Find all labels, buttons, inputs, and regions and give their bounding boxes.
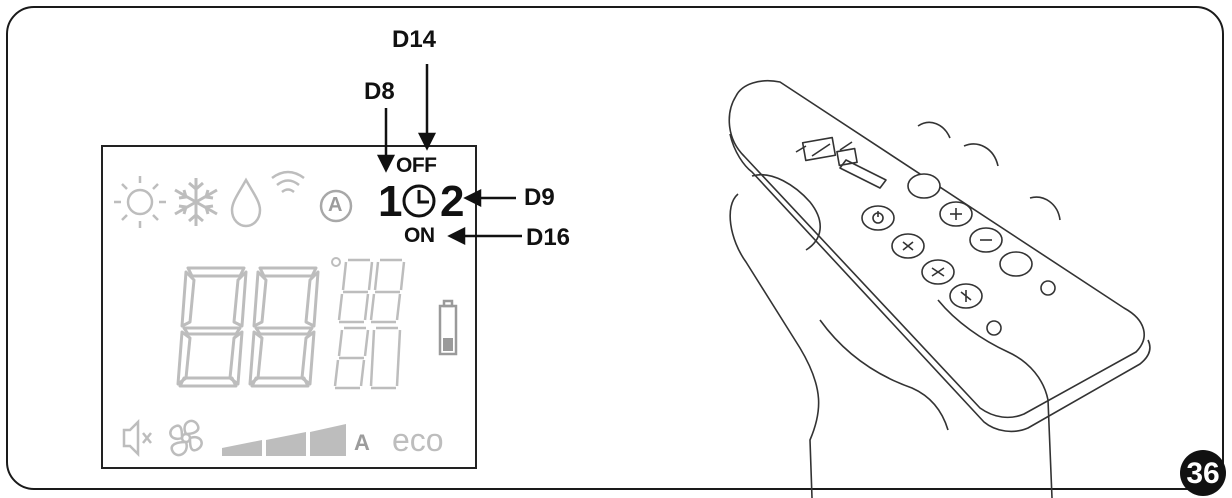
callout-d9: D9 (524, 184, 555, 211)
timer-off-label: OFF (396, 154, 437, 177)
remote-power-button (861, 205, 895, 231)
remote-button-icons (872, 208, 992, 302)
fan-auto-label: A (354, 430, 370, 455)
auto-mode-icon (319, 189, 353, 223)
timer-2-indicator: 2 (440, 177, 465, 226)
callout-d14: D14 (392, 26, 437, 53)
figure-frame (6, 6, 1224, 490)
snowflake-icon (174, 178, 218, 226)
remote-control-illustration (728, 80, 1151, 498)
battery-icon (438, 299, 458, 356)
callout-d16: D16 (526, 224, 571, 251)
water-drop-icon (230, 177, 262, 228)
lower-small-digits (333, 326, 402, 390)
fan-speed-bars (222, 424, 346, 456)
degree-mark (331, 257, 341, 267)
mute-speaker-icon (122, 418, 152, 458)
main-temperature-digits (176, 266, 320, 388)
clock-icon (402, 184, 436, 218)
timer-1-indicator: 1 (378, 177, 403, 226)
remote-eco-button (999, 251, 1033, 277)
eco-label: eco (392, 422, 444, 458)
wifi-icon (271, 170, 305, 194)
fan-icon (169, 419, 203, 457)
timer-on-label: ON (404, 224, 435, 247)
callout-arrows (376, 64, 522, 246)
figure-number-badge: 36 (1180, 450, 1226, 496)
remote-mode-button (907, 173, 941, 199)
callout-d8: D8 (364, 78, 395, 105)
auto-mode-letter: A (328, 194, 343, 216)
remote-buttons (861, 173, 1056, 336)
lcd-panel (101, 145, 477, 469)
sun-icon (114, 176, 166, 228)
upper-small-digits (337, 258, 406, 324)
